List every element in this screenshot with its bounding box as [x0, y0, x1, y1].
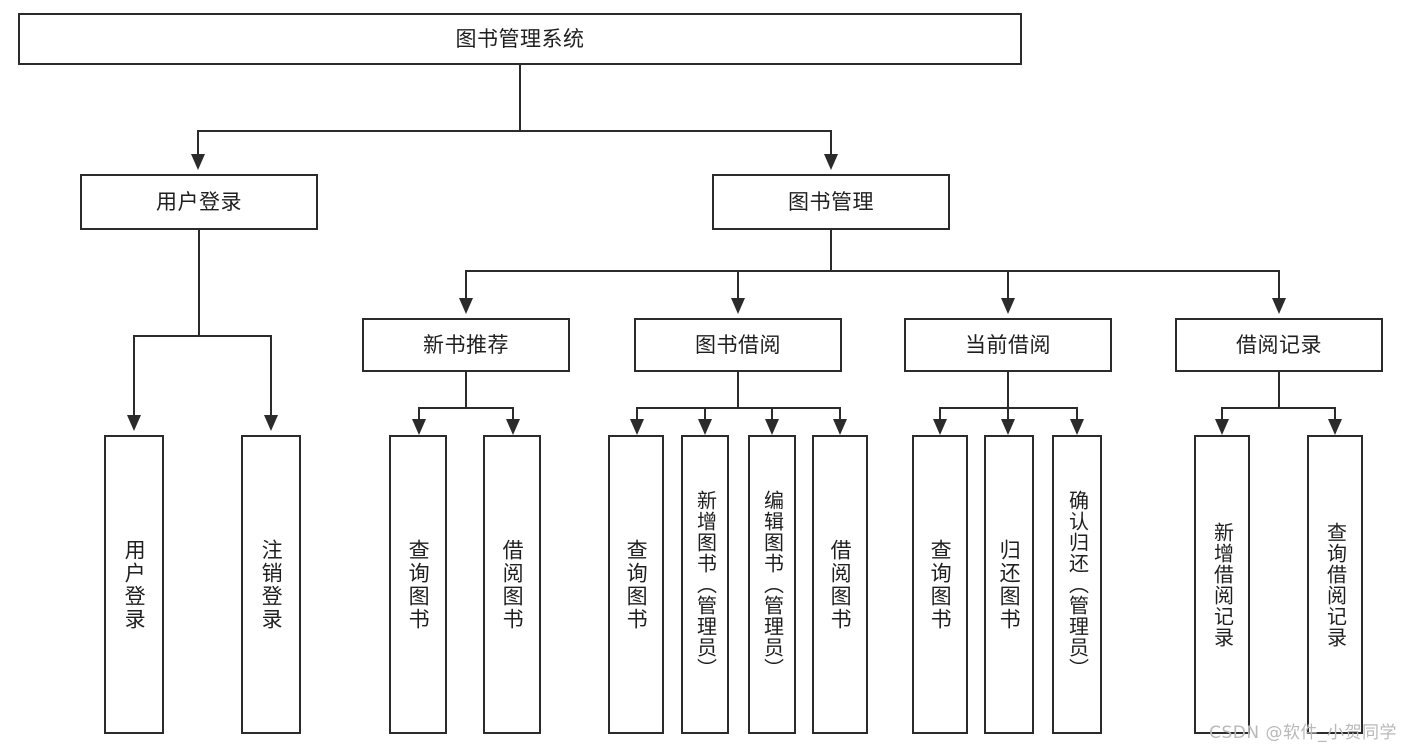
connector-cur-2: [1007, 407, 1009, 421]
node-label: 图书借阅: [695, 332, 781, 357]
node-borrow-record[interactable]: 借阅记录: [1175, 318, 1383, 372]
arrow-to-rec-query-book: [412, 419, 426, 435]
arrow-to-borrow-query-book: [630, 419, 644, 435]
connector-to-current-borrow: [1007, 270, 1009, 300]
arrow-to-borrow-borrow-book: [833, 419, 847, 435]
connector-user-login-stem: [198, 230, 200, 336]
node-user-login[interactable]: 用户登录: [80, 174, 318, 230]
arrow-to-add-borrow-record: [1215, 419, 1229, 435]
node-new-book-recommend[interactable]: 新书推荐: [362, 318, 570, 372]
node-label: 确认归还（管理员）: [1065, 490, 1090, 679]
connector-root-stem: [519, 65, 521, 131]
connector-user-login-right: [270, 335, 272, 417]
node-label: 归还图书: [997, 538, 1022, 631]
connector-book-manage-stem: [830, 230, 832, 272]
arrow-to-logout-leaf: [264, 415, 278, 431]
leaf-query-borrow-record[interactable]: 查询借阅记录: [1307, 435, 1363, 734]
leaf-cur-confirm-return[interactable]: 确认归还（管理员）: [1052, 435, 1102, 734]
connector-root-to-book-manage: [830, 130, 832, 156]
leaf-rec-borrow-book[interactable]: 借阅图书: [483, 435, 541, 734]
connector-current-borrow-stem: [1007, 372, 1009, 408]
arrow-to-book-borrow: [731, 298, 745, 314]
leaf-cur-query-book[interactable]: 查询图书: [912, 435, 968, 734]
arrow-to-query-borrow-record: [1328, 419, 1342, 435]
arrow-to-borrow-edit-book: [765, 419, 779, 435]
node-label: 编辑图书（管理员）: [760, 490, 785, 679]
leaf-logout[interactable]: 注销登录: [241, 435, 301, 734]
connector-reclog-right: [1334, 407, 1336, 421]
node-root-system[interactable]: 图书管理系统: [18, 13, 1022, 65]
arrow-to-user-login-leaf: [127, 415, 141, 431]
node-label: 新增图书（管理员）: [693, 490, 718, 679]
connector-rec-left: [418, 407, 420, 421]
connector-to-book-borrow: [737, 270, 739, 300]
node-label: 注销登录: [259, 538, 284, 631]
connector-book-manage-bus: [466, 270, 1280, 272]
leaf-rec-query-book[interactable]: 查询图书: [389, 435, 447, 734]
connector-borrow-2: [704, 407, 706, 421]
arrow-to-rec-borrow-book: [506, 419, 520, 435]
arrow-root-to-book-manage: [824, 154, 838, 170]
connector-current-borrow-bus: [940, 407, 1078, 409]
connector-user-login-left: [133, 335, 135, 417]
node-label: 图书管理系统: [455, 26, 585, 51]
node-label: 借阅图书: [828, 538, 853, 631]
leaf-borrow-query-book[interactable]: 查询图书: [608, 435, 664, 734]
watermark-text: CSDN @软件_小贺同学: [1209, 723, 1397, 743]
node-book-manage[interactable]: 图书管理: [712, 174, 950, 230]
node-book-borrow[interactable]: 图书借阅: [634, 318, 842, 372]
connector-borrow-record-stem: [1278, 372, 1280, 408]
connector-root-to-user-login: [197, 130, 199, 156]
leaf-user-login[interactable]: 用户登录: [104, 435, 164, 734]
connector-reclog-left: [1221, 407, 1223, 421]
connector-borrow-record-bus: [1222, 407, 1336, 409]
node-label: 查询图书: [624, 538, 649, 631]
connector-borrow-4: [839, 407, 841, 421]
node-label: 图书管理: [788, 189, 874, 214]
arrow-to-new-book-rec: [459, 298, 473, 314]
node-label: 借阅图书: [500, 538, 525, 631]
connector-rec-right: [512, 407, 514, 421]
connector-to-borrow-record: [1278, 270, 1280, 300]
leaf-add-borrow-record[interactable]: 新增借阅记录: [1194, 435, 1250, 734]
leaf-cur-return-book[interactable]: 归还图书: [984, 435, 1034, 734]
node-current-borrow[interactable]: 当前借阅: [904, 318, 1112, 372]
connector-to-new-book-rec: [465, 270, 467, 300]
connector-new-book-rec-stem: [465, 372, 467, 408]
node-label: 用户登录: [156, 189, 242, 214]
leaf-borrow-edit-book[interactable]: 编辑图书（管理员）: [748, 435, 796, 734]
leaf-borrow-add-book[interactable]: 新增图书（管理员）: [681, 435, 729, 734]
arrow-to-cur-confirm-return: [1070, 419, 1084, 435]
node-label: 查询借阅记录: [1323, 521, 1348, 648]
leaf-borrow-borrow-book[interactable]: 借阅图书: [812, 435, 868, 734]
arrow-to-current-borrow: [1001, 298, 1015, 314]
arrow-root-to-user-login: [191, 154, 205, 170]
arrow-to-borrow-record: [1272, 298, 1286, 314]
node-label: 用户登录: [122, 538, 147, 631]
node-label: 新书推荐: [423, 332, 509, 357]
connector-book-borrow-bus: [637, 407, 841, 409]
connector-book-borrow-stem: [737, 372, 739, 408]
connector-cur-3: [1076, 407, 1078, 421]
node-label: 新增借阅记录: [1210, 521, 1235, 648]
connector-new-book-rec-bus: [419, 407, 513, 409]
arrow-to-cur-query-book: [933, 419, 947, 435]
node-label: 查询图书: [928, 538, 953, 631]
connector-root-bus: [198, 130, 832, 132]
arrow-to-borrow-add-book: [698, 419, 712, 435]
connector-borrow-3: [771, 407, 773, 421]
connector-cur-1: [939, 407, 941, 421]
node-label: 当前借阅: [965, 332, 1051, 357]
arrow-to-cur-return-book: [1001, 419, 1015, 435]
connector-borrow-1: [636, 407, 638, 421]
node-label: 借阅记录: [1236, 332, 1322, 357]
node-label: 查询图书: [406, 538, 431, 631]
connector-user-login-bus: [134, 335, 272, 337]
